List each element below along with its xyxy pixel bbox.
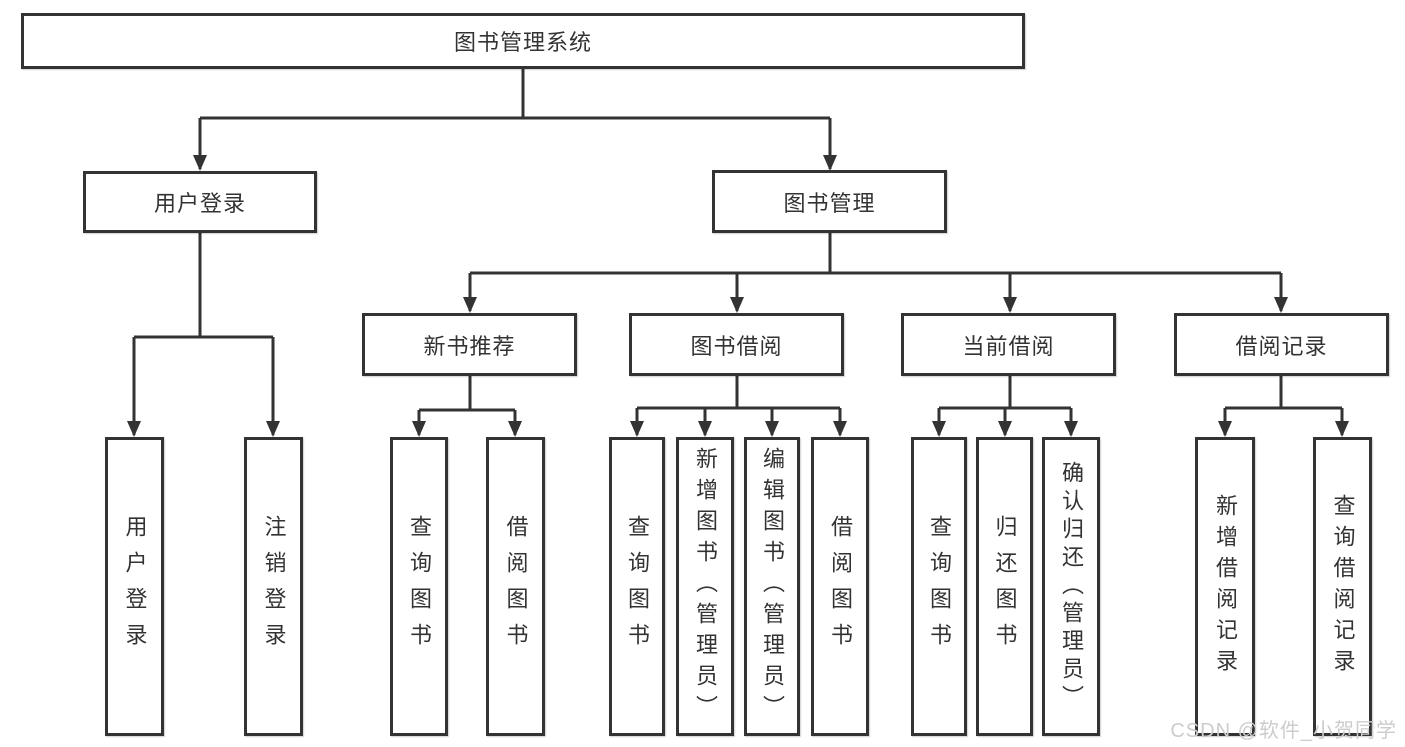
leaf-borrow-books-label: 借阅图书 (828, 514, 853, 659)
leaf-current-query-books: 查询图书 (911, 437, 967, 736)
node-current-borrow: 当前借阅 (901, 313, 1116, 376)
node-current-borrow-label: 当前借阅 (962, 333, 1055, 359)
leaf-add-books-admin-label: 新增图书（管理员） (693, 447, 718, 726)
leaf-add-borrow-record-label: 新增借阅记录 (1213, 493, 1238, 680)
leaf-recommend-borrow-books: 借阅图书 (486, 437, 545, 736)
leaf-query-borrow-record-label: 查询借阅记录 (1330, 493, 1356, 680)
node-root: 图书管理系统 (21, 13, 1025, 69)
leaf-edit-books-admin: 编辑图书（管理员） (744, 437, 800, 736)
node-book-management-label: 图书管理 (783, 190, 876, 216)
leaf-query-borrow-record: 查询借阅记录 (1313, 437, 1372, 736)
leaf-borrow-books: 借阅图书 (811, 437, 869, 736)
node-book-management: 图书管理 (712, 170, 947, 233)
leaf-user-login-label: 用户登录 (122, 514, 148, 659)
leaf-edit-books-admin-label: 编辑图书（管理员） (760, 447, 785, 726)
node-user-login: 用户登录 (83, 171, 317, 233)
leaf-current-query-books-label: 查询图书 (927, 514, 952, 659)
leaf-recommend-query-books: 查询图书 (390, 437, 448, 736)
leaf-logout-label: 注销登录 (261, 514, 287, 659)
leaf-add-borrow-record: 新增借阅记录 (1195, 437, 1255, 736)
node-book-borrow: 图书借阅 (629, 313, 844, 376)
node-root-label: 图书管理系统 (453, 30, 592, 55)
leaf-logout: 注销登录 (244, 437, 303, 736)
leaf-borrow-query-books: 查询图书 (609, 437, 665, 736)
node-borrow-records-label: 借阅记录 (1235, 333, 1328, 359)
node-user-login-label: 用户登录 (153, 191, 246, 216)
csdn-watermark: CSDN @软件_小贺同学 (1170, 720, 1397, 742)
leaf-confirm-return-admin: 确认归还（管理员） (1042, 437, 1100, 736)
leaf-borrow-query-books-label: 查询图书 (625, 514, 650, 659)
node-book-borrow-label: 图书借阅 (690, 333, 783, 359)
leaf-return-books-label: 归还图书 (992, 514, 1018, 659)
leaf-add-books-admin: 新增图书（管理员） (676, 437, 734, 736)
leaf-user-login: 用户登录 (105, 437, 164, 736)
leaf-return-books: 归还图书 (976, 437, 1033, 736)
leaf-recommend-query-books-label: 查询图书 (407, 514, 432, 659)
node-borrow-records: 借阅记录 (1174, 313, 1389, 376)
node-new-book-recommend-label: 新书推荐 (423, 333, 516, 359)
leaf-recommend-borrow-books-label: 借阅图书 (503, 514, 529, 659)
node-new-book-recommend: 新书推荐 (362, 313, 577, 376)
arrowhead-icons (127, 155, 1349, 437)
leaf-confirm-return-admin-label: 确认归还（管理员） (1059, 460, 1084, 713)
